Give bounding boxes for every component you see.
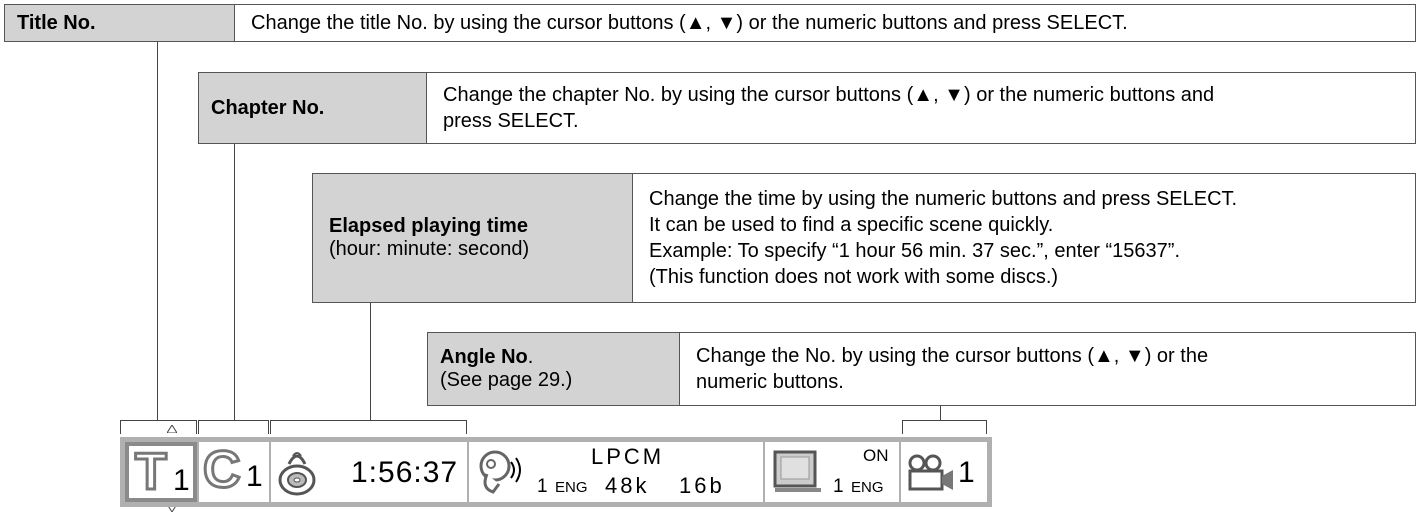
- bracket-title: [120, 420, 196, 421]
- title-no-label-cell: Title No.: [5, 5, 235, 41]
- osd-chapter-value: 1: [246, 460, 263, 493]
- elapsed-time-label: Elapsed playing time: [329, 215, 528, 237]
- angle-no-label-wrap: Angle No.: [440, 346, 667, 369]
- up-arrow-icon: [167, 425, 177, 433]
- title-no-box: Title No. Change the title No. by using …: [4, 4, 1416, 42]
- monitor-icon: [773, 450, 821, 492]
- osd-audio-bits: 16b: [679, 473, 725, 498]
- connector-title: [157, 42, 158, 420]
- angle-no-label: Angle No: [440, 346, 528, 368]
- osd-subtitle-cell[interactable]: ON 1 ENG: [765, 442, 899, 502]
- angle-no-description: Change the No. by using the cursor butto…: [680, 333, 1224, 405]
- chapter-no-desc-line: press SELECT.: [443, 110, 579, 132]
- elapsed-desc-line: It can be used to find a specific scene …: [649, 214, 1054, 236]
- connector-chapter: [234, 144, 235, 420]
- on-screen-display: T 1 C 1 1:56:37 LPCM 1 ENG 48k 16b: [120, 437, 992, 507]
- bracket-chapter: [198, 420, 268, 421]
- chapter-no-label-cell: Chapter No.: [199, 73, 427, 143]
- elapsed-time-sublabel: (hour: minute: second): [329, 238, 530, 260]
- osd-audio-track: 1: [537, 476, 548, 497]
- elapsed-desc-line: (This function does not work with some d…: [649, 266, 1059, 288]
- bracket-chapter-left: [198, 420, 199, 434]
- elapsed-time-label-cell: Elapsed playing time (hour: minute: seco…: [313, 174, 633, 302]
- osd-subtitle-state: ON: [863, 446, 889, 465]
- angle-no-sublabel: (See page 29.): [440, 369, 573, 391]
- title-no-label: Title No.: [17, 11, 96, 34]
- osd-angle-cell[interactable]: 1: [901, 442, 987, 502]
- chapter-no-description: Change the chapter No. by using the curs…: [427, 73, 1230, 143]
- osd-time-cell[interactable]: 1:56:37: [271, 442, 467, 502]
- bracket-angle-right: [986, 420, 987, 434]
- angle-no-label-suffix: .: [527, 346, 534, 368]
- disc-timer-icon: [278, 452, 316, 496]
- title-no-desc-text: Change the title No. by using the cursor…: [251, 12, 1128, 34]
- connector-angle: [940, 406, 941, 420]
- connector-elapsed: [370, 303, 371, 420]
- angle-no-label-cell: Angle No. (See page 29.): [428, 333, 680, 405]
- bracket-time-right: [466, 420, 467, 434]
- video-camera-icon: [908, 454, 953, 491]
- elapsed-desc-line: Change the time by using the numeric but…: [649, 188, 1238, 210]
- bracket-angle: [902, 420, 986, 421]
- osd-title-cell[interactable]: T 1: [125, 442, 197, 503]
- osd-chapter-cell[interactable]: C 1: [199, 440, 269, 502]
- osd-angle-value: 1: [958, 456, 975, 489]
- bracket-angle-left: [902, 420, 903, 434]
- osd-audio-rate: 48k: [605, 473, 650, 498]
- chapter-no-box: Chapter No. Change the chapter No. by us…: [198, 72, 1416, 144]
- bracket-title-left: [120, 420, 121, 434]
- audio-speaker-icon: [479, 450, 521, 494]
- title-no-description: Change the title No. by using the cursor…: [235, 5, 1144, 41]
- osd-time-value: 1:56:37: [351, 456, 459, 489]
- osd-audio-cell[interactable]: LPCM 1 ENG 48k 16b: [469, 442, 763, 502]
- angle-desc-line: Change the No. by using the cursor butto…: [696, 345, 1209, 367]
- angle-desc-line: numeric buttons.: [696, 371, 844, 393]
- chapter-no-desc-line: Change the chapter No. by using the curs…: [443, 84, 1215, 106]
- osd-title-value: 1: [173, 464, 190, 497]
- osd-subtitle-track: 1: [833, 476, 844, 497]
- title-icon: T: [134, 442, 169, 503]
- osd-audio-format: LPCM: [591, 444, 665, 469]
- angle-no-box: Angle No. (See page 29.) Change the No. …: [427, 332, 1416, 406]
- elapsed-desc-line: Example: To specify “1 hour 56 min. 37 s…: [649, 240, 1181, 262]
- elapsed-time-box: Elapsed playing time (hour: minute: seco…: [312, 173, 1416, 303]
- bracket-time: [270, 420, 466, 421]
- chapter-no-label: Chapter No.: [211, 96, 325, 119]
- osd-audio-lang: ENG: [555, 479, 588, 496]
- bracket-title-right: [196, 420, 197, 434]
- bracket-time-left: [270, 420, 271, 434]
- elapsed-time-description: Change the time by using the numeric but…: [633, 174, 1253, 302]
- bracket-chapter-right: [268, 420, 269, 434]
- chapter-icon: C: [202, 440, 243, 501]
- osd-subtitle-lang: ENG: [851, 479, 884, 496]
